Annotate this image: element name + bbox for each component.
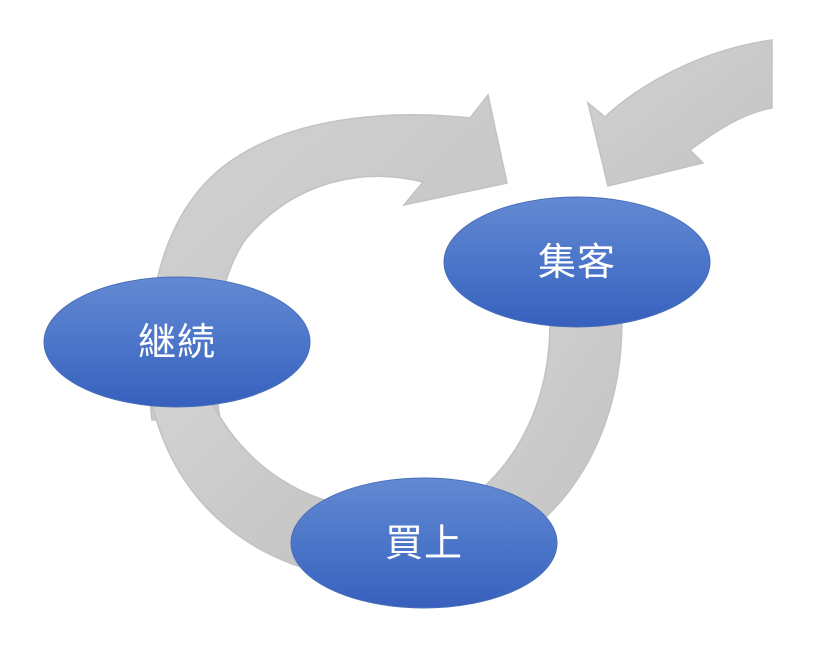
node-continuation: [43, 276, 311, 408]
node-acquisition: [443, 196, 711, 328]
cycle-arrow-continuation-to-acquisition: [147, 93, 508, 421]
node-purchase: [290, 477, 558, 609]
incoming-arrow: [586, 39, 773, 187]
